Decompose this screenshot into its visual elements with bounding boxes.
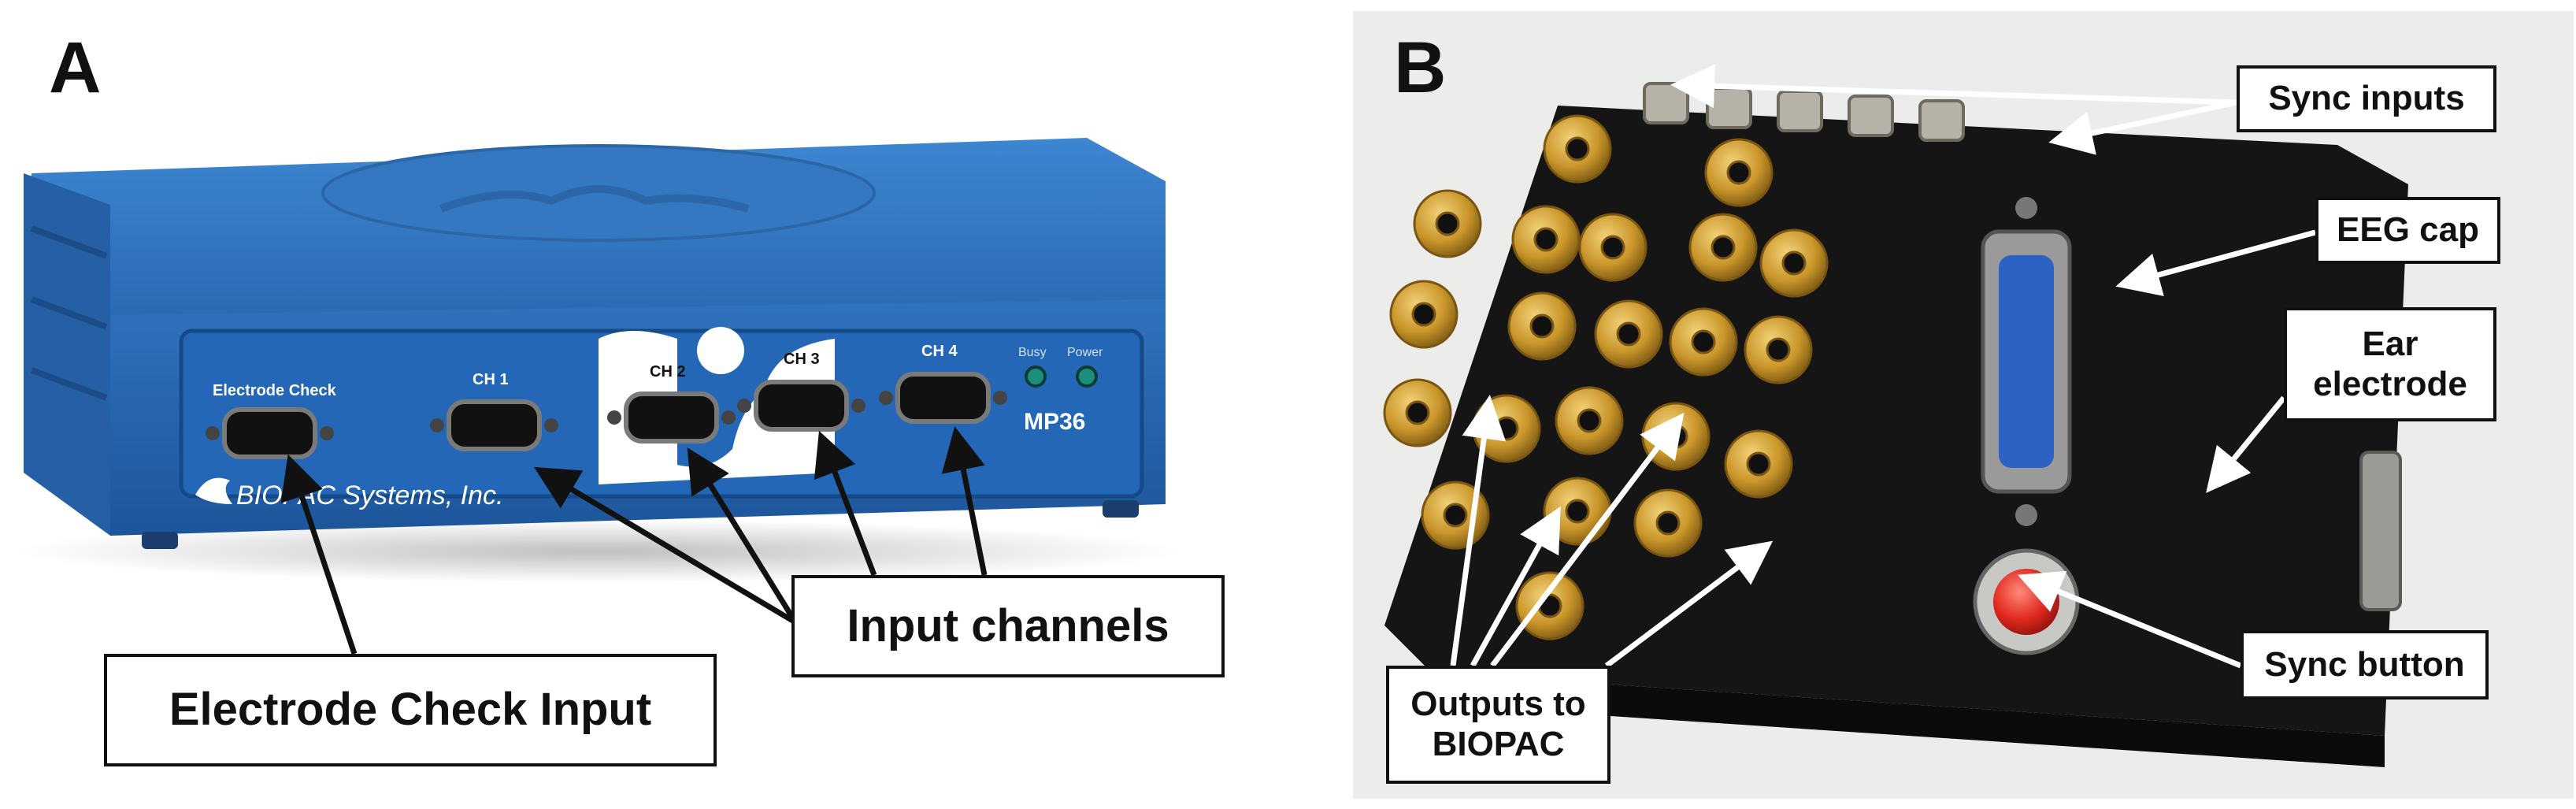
eeg-cap-connector [1981,197,2072,526]
callout-sync-button: Sync button [2241,630,2489,700]
callout-sync-button-text: Sync button [2264,644,2465,684]
callout-input-channels: Input channels [791,575,1225,677]
callout-electrode-check-input: Electrode Check Input [104,654,717,766]
mp36-device-photo: Electrode Check CH 1 CH 2 CH 3 CH 4 Busy… [16,138,1181,583]
panel-a-letter: A [49,28,102,108]
port-ch3 [737,380,865,432]
callout-ear-electrode: Ear electrode [2284,307,2496,421]
callout-outputs-to-biopac-text: Outputs to BIOPAC [1410,685,1586,763]
port-label-ch4: CH 4 [921,343,958,360]
port-label-ch2: CH 2 [650,363,686,380]
port-ch4 [879,372,1007,424]
busy-led [1025,366,1047,388]
front-panel-figure [599,331,835,484]
panel-b-letter: B [1394,28,1447,108]
brand-logo [195,477,232,504]
callout-outputs-to-biopac: Outputs to BIOPAC [1386,666,1610,784]
callout-sync-inputs-text: Sync inputs [2268,79,2465,118]
brand-label: BIOPAC Systems, Inc. [236,481,503,510]
port-label-electrode-check: Electrode Check [213,382,337,399]
callout-ear-electrode-text: Ear electrode [2313,324,2467,403]
power-led [1076,366,1098,388]
callout-sync-inputs: Sync inputs [2237,65,2496,132]
callout-eeg-cap-text: EEG cap [2337,210,2479,250]
callout-electrode-check-input-text: Electrode Check Input [169,684,652,736]
led-label-power: Power [1067,346,1103,359]
port-electrode-check [206,407,334,459]
panel-b-arrows [1450,64,2316,669]
sync-input-connectors [1643,82,1965,142]
led-label-busy: Busy [1018,346,1047,359]
port-ch1 [430,399,558,451]
callout-input-channels-text: Input channels [847,599,1169,651]
output-connectors [1383,114,1829,640]
sync-button [1973,548,2080,655]
device-left-side [24,173,110,536]
model-label: MP36 [1024,409,1085,435]
port-ch2 [607,392,736,443]
ear-electrode-connector [2359,451,2402,611]
callout-eeg-cap: EEG cap [2315,197,2500,264]
port-label-ch3: CH 3 [784,351,820,368]
port-label-ch1: CH 1 [473,371,509,388]
